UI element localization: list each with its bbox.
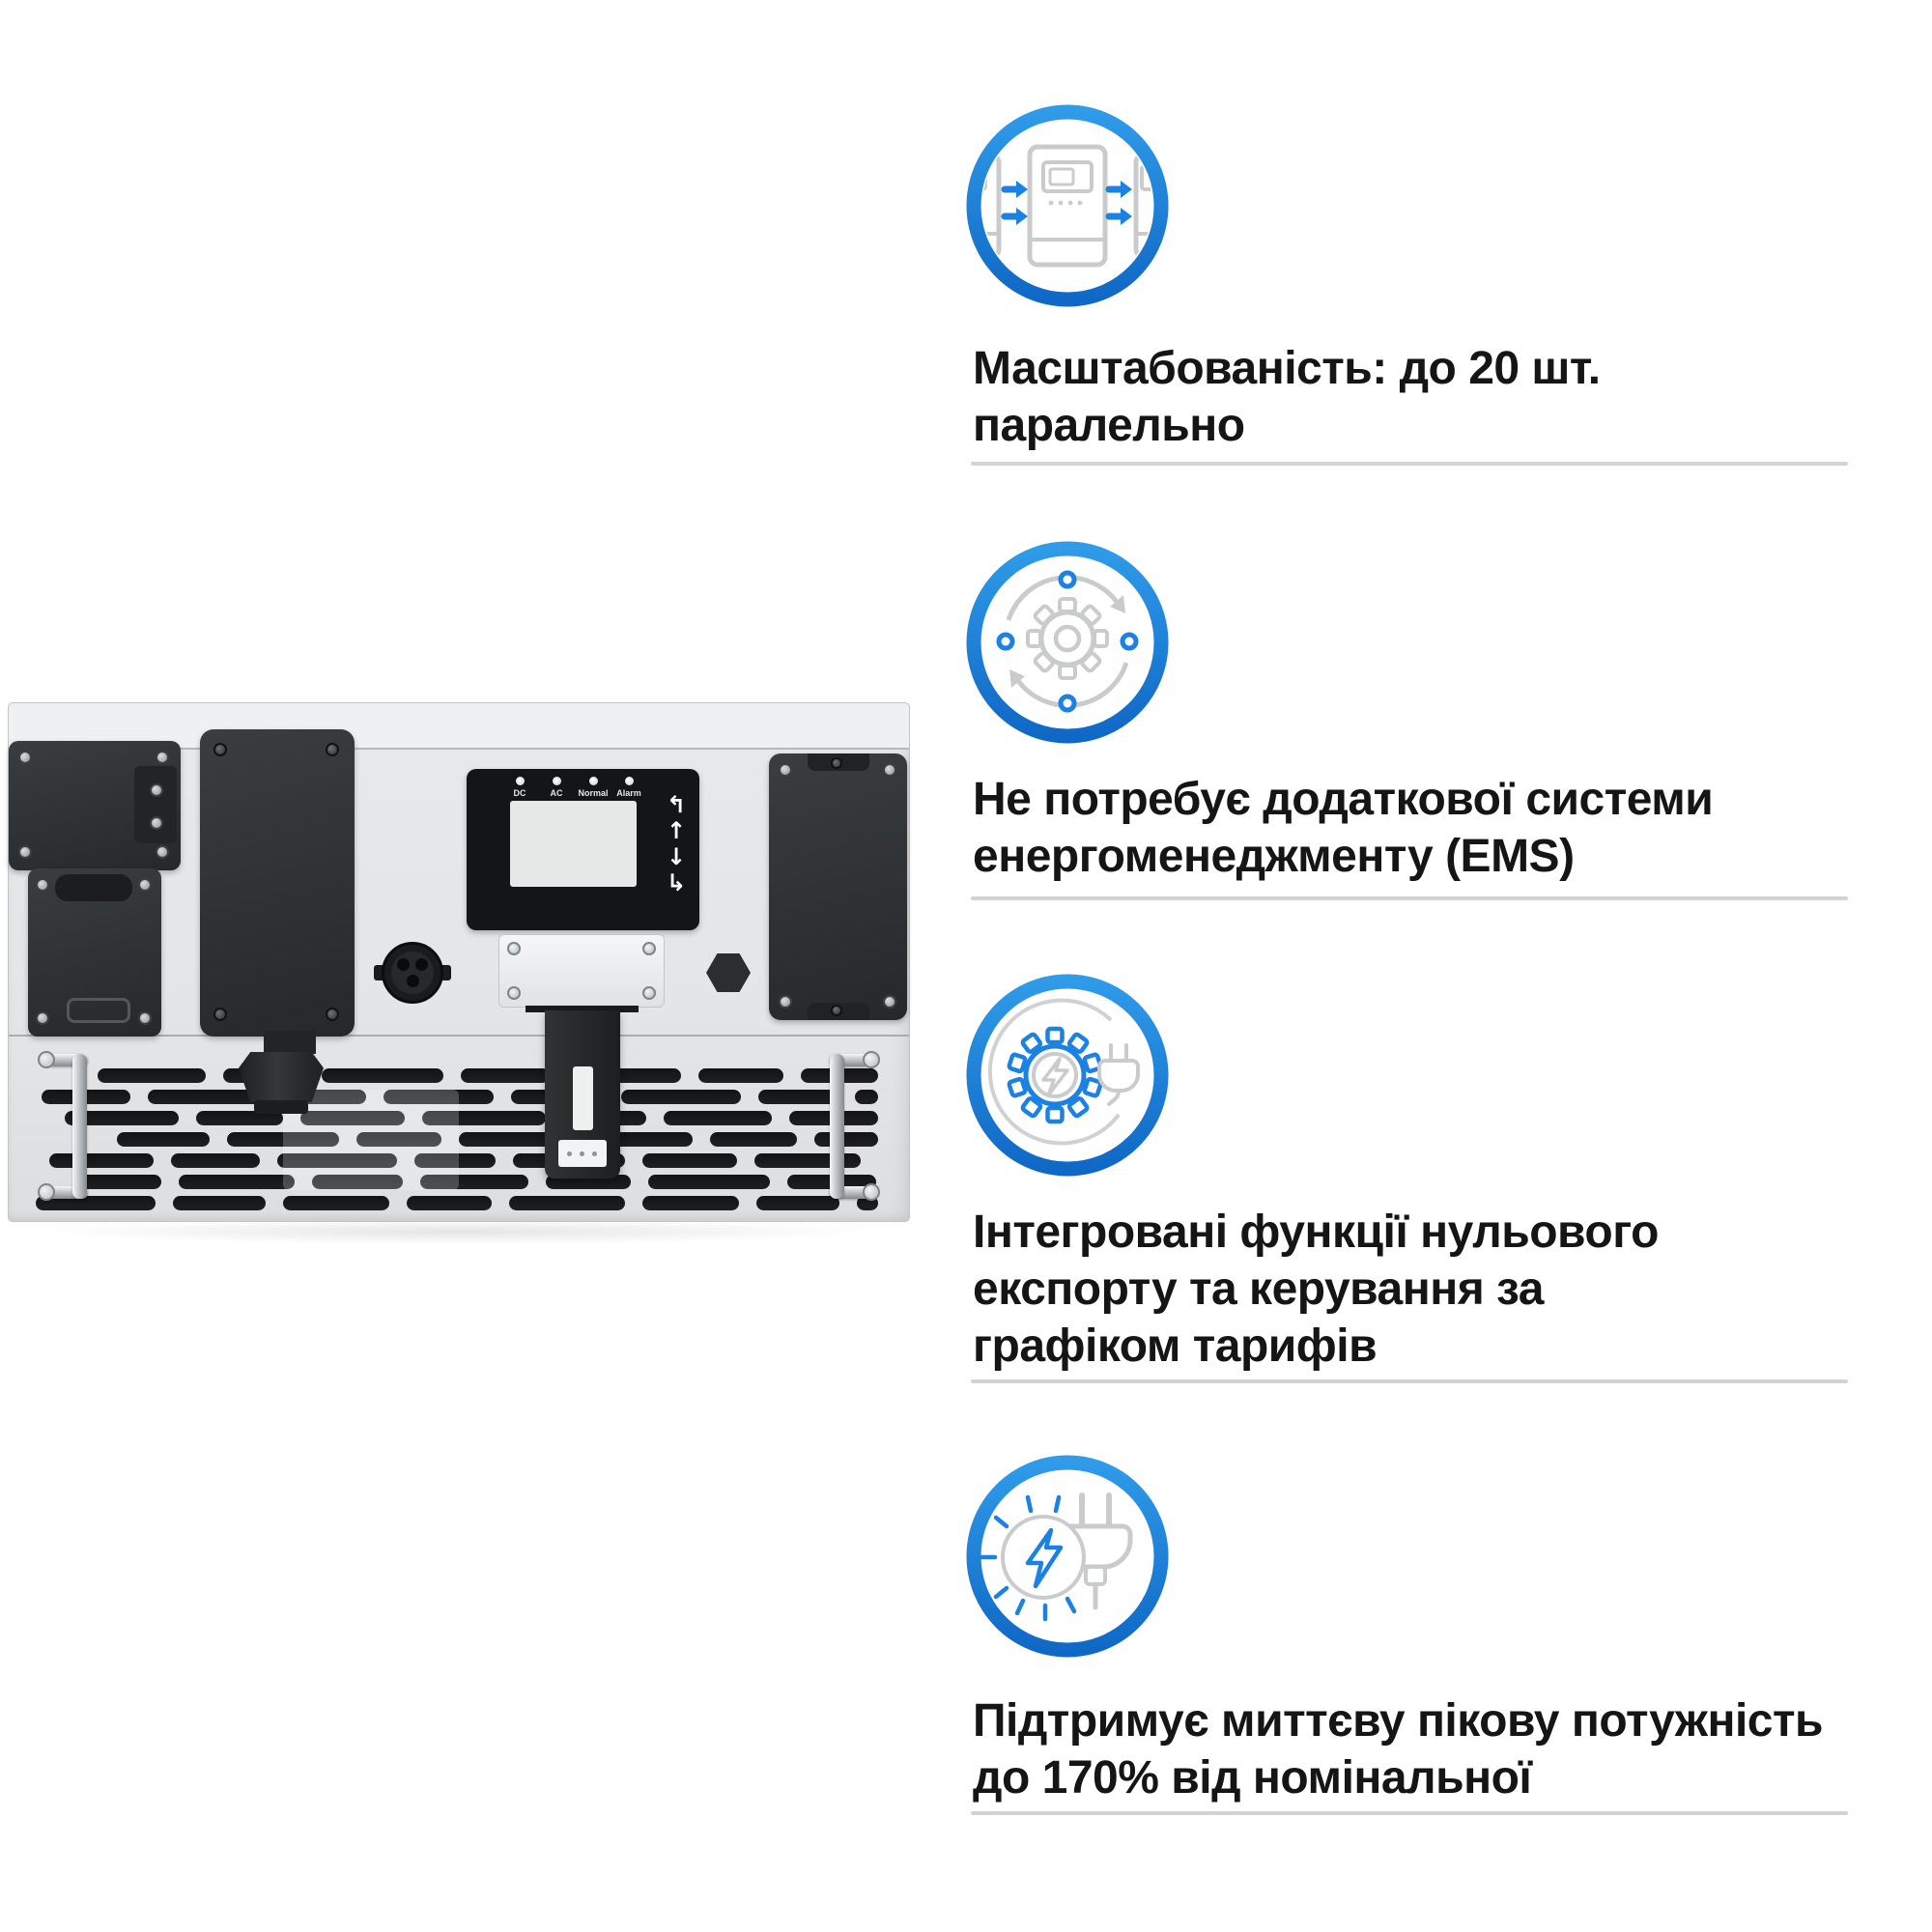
vent-slot [277, 1153, 397, 1168]
vent-slot [300, 1111, 405, 1125]
junction-box-bottom-left [28, 868, 161, 1037]
vent-slot [509, 1196, 625, 1210]
led-label-dc: DC [513, 788, 526, 798]
vent-slot [49, 1153, 154, 1168]
wifi-dongle [545, 1010, 620, 1179]
vent-grille [36, 1065, 882, 1211]
inverter-product-image: DC AC Normal Alarm ↰ ↑ ↓ ↳ [8, 702, 910, 1222]
vent-slot [648, 1175, 770, 1189]
cable-gland-neck [264, 1031, 316, 1054]
body-top-band [9, 703, 909, 748]
vent-slot [196, 1111, 283, 1125]
vent-slot [227, 1132, 339, 1147]
hex-plug [706, 953, 751, 992]
vent-slot [78, 1175, 161, 1189]
led-label-ac: AC [550, 788, 563, 798]
back-button[interactable]: ↰ [666, 791, 687, 818]
grille-reflection [283, 1090, 459, 1190]
junction-box-top-left [9, 741, 181, 870]
vent-slot [642, 1196, 739, 1210]
vent-slot [407, 1196, 492, 1210]
cable-gland-tip [254, 1100, 308, 1114]
feature-text-scalability: Масштабованість: до 20 шт. паралельно [973, 343, 1601, 451]
sync-gear-icon [966, 541, 1169, 744]
vent-slot [642, 1153, 737, 1168]
vent-slot [758, 1090, 838, 1104]
led-alarm [625, 777, 634, 785]
led-label-normal: Normal [578, 788, 609, 798]
vent-slot [283, 1196, 389, 1210]
lcd-screen [510, 801, 637, 887]
gear-plug-icon [966, 974, 1169, 1177]
vent-slot [698, 1068, 783, 1083]
vent-slot [710, 1132, 797, 1147]
led-ac [553, 777, 561, 785]
enter-button[interactable]: ↳ [666, 869, 687, 896]
down-button[interactable]: ↓ [666, 843, 687, 870]
vent-slot [414, 1153, 496, 1168]
feature-text-peak-power: Підтримує миттєву пікову потужність до 1… [973, 1695, 1824, 1804]
mount-bracket [498, 934, 665, 1008]
vent-slot [420, 1175, 528, 1189]
vent-slot [461, 1068, 550, 1083]
dongle-label [573, 1066, 593, 1130]
vent-slot [173, 1196, 266, 1210]
vent-slot [621, 1090, 741, 1104]
vent-slot [179, 1175, 295, 1189]
vent-slot [322, 1068, 443, 1083]
vent-seam [9, 1035, 909, 1037]
led-normal [589, 777, 598, 785]
junction-box-right [769, 753, 907, 1020]
led-label-alarm: Alarm [616, 788, 641, 798]
display-panel: DC AC Normal Alarm ↰ ↑ ↓ ↳ [467, 769, 699, 930]
vent-slot [422, 1111, 546, 1125]
up-button[interactable]: ↑ [666, 817, 687, 844]
vent-slot [855, 1090, 878, 1104]
ac-connector [374, 942, 451, 1004]
vent-slot [312, 1175, 403, 1189]
wiring-box [200, 729, 355, 1037]
product-shadow [39, 1219, 879, 1244]
vent-slot [756, 1196, 839, 1210]
vent-slot [814, 1132, 878, 1147]
vent-slot [356, 1132, 441, 1147]
top-seam [9, 748, 909, 750]
feature-divider-4 [971, 1811, 1848, 1815]
feature-divider-1 [971, 462, 1848, 466]
vent-slot [117, 1132, 210, 1147]
dongle-connector [558, 1140, 607, 1167]
vent-slot [754, 1153, 861, 1168]
cable-gland-nut [239, 1052, 324, 1102]
feature-divider-3 [971, 1379, 1848, 1383]
vent-slot [171, 1153, 260, 1168]
feature-text-no-ems: Не потребує додаткової системи енергомен… [973, 774, 1714, 882]
feature-divider-2 [971, 896, 1848, 900]
plug-flash-icon [966, 1455, 1169, 1658]
vent-slot [36, 1196, 156, 1210]
led-dc [516, 777, 525, 785]
bracket-bar [526, 1006, 639, 1012]
vent-slot [384, 1090, 494, 1104]
vent-slot [98, 1068, 206, 1083]
vent-slot [65, 1111, 179, 1125]
parallel-inverters-icon [966, 104, 1169, 307]
vent-slot [664, 1111, 772, 1125]
vent-slot [148, 1090, 266, 1104]
feature-text-zero-export: Інтегровані функції нульового експорту т… [973, 1207, 1659, 1372]
